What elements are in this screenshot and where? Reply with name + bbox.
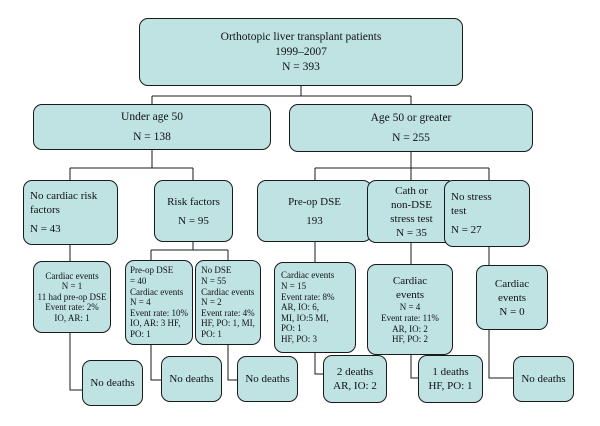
connector-risk-split [150,242,229,260]
events-pre-op-line-6: PO: 1 [281,323,302,334]
connector-deaths-2 [150,345,161,381]
pre-op-dse-count: 193 [306,214,323,227]
deaths-cath-line-1: 1 deaths [432,366,469,378]
events-risk-nodse-line-6: HF, PO: 1, MI, [201,318,255,329]
events-risk-nodse-node: No DSE N = 55 Cardiac events N = 2 Event… [195,260,261,345]
events-cath-line-4: Event rate: 11% [381,312,439,323]
deaths-risk-nodse-node: No deaths [237,356,298,402]
events-no-risk-line-3: 11 had pre-op DSE [37,291,107,302]
events-cath-node: Cardiac events N = 4 Event rate: 11% AR,… [367,264,453,355]
no-risk-line-2: factors [30,204,60,216]
events-cath-line-3: N = 4 [399,302,421,313]
events-pre-op-node: Cardiac events N = 15 Event rate: 8% AR,… [274,262,356,353]
events-no-risk-line-2: N = 1 [61,281,83,292]
events-risk-dse-line-5: Event rate: 10% [130,307,188,318]
events-no-risk-line-4: Event rate: 2% [45,302,99,313]
age-50-plus-count: N = 255 [392,131,430,144]
cath-line-3: stress test [390,212,433,225]
root-line-1: Orthotopic liver transplant patients [220,30,382,43]
deaths-cath-node: 1 deaths HF, PO: 1 [418,355,483,403]
pre-op-dse-label: Pre-op DSE [288,195,341,208]
deaths-risk-dse-label: No deaths [169,373,214,385]
events-pre-op-line-2: N = 15 [281,281,307,292]
events-risk-nodse-line-5: Event rate: 4% [201,307,255,318]
cath-line-1: Cath or [395,184,428,197]
no-stress-line-1: No stress [451,191,492,203]
events-pre-op-line-5: MI, IO:5 MI, [281,312,329,323]
events-cath-line-2: events [395,289,425,302]
events-no-stress-line-2: events [497,291,527,304]
no-stress-test-node: No stress test N = 27 [444,180,530,247]
deaths-no-risk-label: No deaths [90,377,135,389]
events-risk-dse-line-6: IO, AR: 3 HF, [130,318,181,329]
risk-factors-label: Risk factors [167,195,220,208]
no-risk-line-1: No cardiac risk [30,190,98,202]
events-no-risk-line-5: IO, AR: 1 [54,312,90,323]
events-no-stress-line-3: N = 0 [499,305,525,318]
risk-factors-count: N = 95 [178,214,209,227]
events-risk-dse-line-1: Pre-op DSE [130,265,174,276]
under-50-label: Under age 50 [121,110,183,123]
events-no-stress-line-1: Cardiac [494,277,530,290]
connector-deaths-4 [314,353,323,375]
events-risk-dse-line-4: N = 4 [130,297,151,308]
events-pre-op-line-1: Cardiac events [281,270,335,281]
events-risk-nodse-line-3: Cardiac events [201,286,255,297]
age-50-plus-node: Age 50 or greater N = 255 [289,104,533,152]
deaths-risk-dse-node: No deaths [161,356,222,402]
deaths-pre-op-line-2: AR, IO: 2 [333,380,377,392]
no-cardiac-risk-node: No cardiac risk factors N = 43 [23,180,118,245]
connector-deaths-1 [69,333,82,391]
connector-deaths-3 [227,345,237,381]
events-no-stress-node: Cardiac events N = 0 [476,265,548,330]
cath-stress-test-node: Cath or non-DSE stress test N = 35 [367,180,456,243]
events-cath-line-5: AR, IO: 2 [392,323,428,334]
deaths-risk-nodse-label: No deaths [245,373,290,385]
events-risk-nodse-line-4: N = 2 [201,297,222,308]
no-risk-count: N = 43 [30,223,61,235]
events-risk-nodse-line-1: No DSE [201,265,232,276]
events-risk-dse-line-3: Cardiac events [130,286,184,297]
connector-under50-split [69,150,194,180]
root-line-2: 1999–2007 [275,45,327,58]
under-50-count: N = 138 [133,130,171,143]
deaths-pre-op-node: 2 deaths AR, IO: 2 [323,355,387,403]
deaths-no-risk-node: No deaths [82,360,143,406]
events-pre-op-line-4: AR, IO: 6, [281,302,319,313]
root-line-3: N = 393 [282,60,320,73]
events-risk-dse-node: Pre-op DSE = 40 Cardiac events N = 4 Eve… [125,260,193,345]
connector-deaths-6 [488,330,513,379]
cath-count: N = 35 [396,226,427,239]
events-pre-op-line-3: Event rate: 8% [281,291,335,302]
connector-root-to-age [151,86,412,104]
events-risk-dse-line-2: = 40 [130,276,147,287]
no-stress-line-2: test [451,205,467,217]
under-50-node: Under age 50 N = 138 [33,104,271,150]
no-stress-count: N = 27 [451,224,482,236]
cath-line-2: non-DSE [391,198,432,211]
deaths-no-stress-node: No deaths [513,356,574,402]
events-no-risk-line-1: Cardiac events [45,270,99,281]
pre-op-dse-node: Pre-op DSE 193 [257,180,372,242]
events-risk-nodse-line-2: N = 55 [201,276,227,287]
events-no-risk-node: Cardiac events N = 1 11 had pre-op DSE E… [33,261,111,333]
deaths-pre-op-line-1: 2 deaths [336,366,374,378]
root-node: Orthotopic liver transplant patients 199… [139,18,463,86]
events-risk-nodse-line-7: PO: 1 [201,328,222,339]
age-50-plus-label: Age 50 or greater [370,111,452,124]
connector-over50-split [314,152,490,180]
deaths-no-stress-label: No deaths [521,373,566,385]
events-risk-dse-line-7: PO: 1 [130,328,151,339]
events-pre-op-line-7: HF, PO: 3 [281,333,318,344]
events-cath-line-1: Cardiac [392,275,428,288]
connector-deaths-5 [410,355,418,379]
deaths-cath-line-2: HF, PO: 1 [428,380,473,392]
risk-factors-node: Risk factors N = 95 [154,180,233,242]
events-cath-line-6: HF, PO: 2 [391,334,429,345]
